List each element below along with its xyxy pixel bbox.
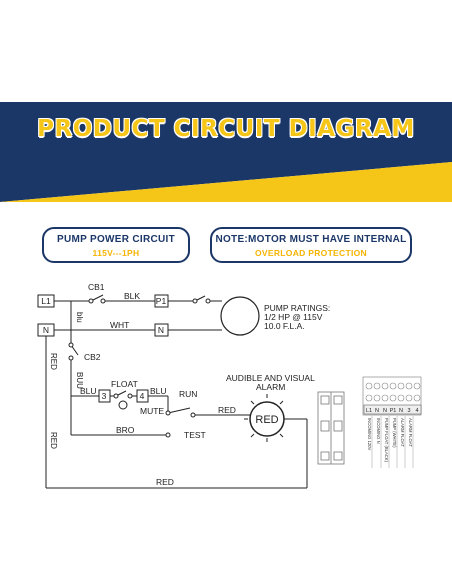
terminal-3-label: 3 [102, 391, 107, 401]
tb-wire-5: ALARM FLOAT [400, 418, 405, 447]
tb-label-7: 4 [415, 408, 418, 414]
note-box-title: NOTE:MOTOR MUST HAVE INTERNAL [215, 234, 407, 245]
float-label: FLOAT [111, 379, 138, 389]
pump-ratings-line1: PUMP RATINGS: [264, 303, 330, 313]
tb-wire-6: ALARM FLOAT [408, 418, 413, 447]
page-title: PRODUCT CIRCUIT DIAGRAM [37, 116, 415, 142]
wire-red1-label: RED [49, 353, 58, 370]
cb1-label: CB1 [88, 282, 105, 292]
mute-label: MUTE [140, 406, 164, 416]
note-box: NOTE:MOTOR MUST HAVE INTERNAL OVERLOAD P… [210, 227, 412, 263]
wire-blu-vertical-label: blu [75, 312, 84, 323]
tb-label-3: N [383, 408, 387, 414]
tb-wire-3: PUMP FLOAT (BLACK) [384, 418, 389, 463]
wire-red3-label: RED [49, 432, 58, 449]
wire-wht-label: WHT [110, 320, 129, 330]
terminal-block: L1 N N P1 N 3 4 INCOMING 120V INCOMING N… [362, 376, 422, 468]
tb-wire-2: INCOMING N [376, 418, 381, 444]
tb-label-4: P1 [390, 408, 397, 414]
cb2-label: CB2 [84, 352, 101, 362]
pump-power-circuit-box: PUMP POWER CIRCUIT 115V---1PH [42, 227, 190, 263]
tb-wire-1: INCOMING 120V [367, 418, 372, 451]
run-label: RUN [179, 389, 197, 399]
tb-label-2: N [375, 408, 379, 414]
circuit-diagram: L1 N P1 N 3 4 CB1 BLK WHT CB2 BLU FLOAT … [37, 282, 422, 489]
tb-label-6: 3 [407, 408, 410, 414]
wire-buu-label: BUU [75, 372, 84, 389]
wire-red4-label: RED [156, 477, 174, 487]
wire-blu2-label: BLU [150, 386, 167, 396]
tb-wire-4: PUMP (WHITE) [392, 418, 397, 448]
terminal-n-label: N [43, 325, 49, 335]
test-label: TEST [184, 430, 206, 440]
wire-blk-label: BLK [124, 291, 140, 301]
pump-box-title: PUMP POWER CIRCUIT [57, 234, 175, 245]
terminal-4-label: 4 [140, 391, 145, 401]
pump-ratings-line2: 1/2 HP @ 115V [264, 312, 323, 322]
alarm-title-line2: ALARM [256, 382, 285, 392]
wire-blu1-label: BLU [80, 386, 97, 396]
tb-label-5: N [399, 408, 403, 414]
header-banner [0, 102, 452, 160]
pump-ratings-line3: 10.0 F.L.A. [264, 321, 305, 331]
terminal-p1-label: P1 [156, 296, 167, 306]
wire-red2-label: RED [218, 405, 236, 415]
terminal-n2-label: N [158, 325, 164, 335]
tb-label-1: L1 [366, 408, 372, 414]
wire-bro-label: BRO [116, 425, 135, 435]
terminal-l1-label: L1 [41, 296, 51, 306]
alarm-title-line1: AUDIBLE AND VISUAL [226, 373, 315, 383]
pump-box-subtitle: 115V---1PH [92, 248, 140, 258]
breaker-module-sketch [317, 391, 345, 465]
note-box-subtitle: OVERLOAD PROTECTION [255, 248, 367, 258]
banner-stripe [0, 160, 452, 202]
alarm-lamp-label: RED [255, 414, 278, 426]
